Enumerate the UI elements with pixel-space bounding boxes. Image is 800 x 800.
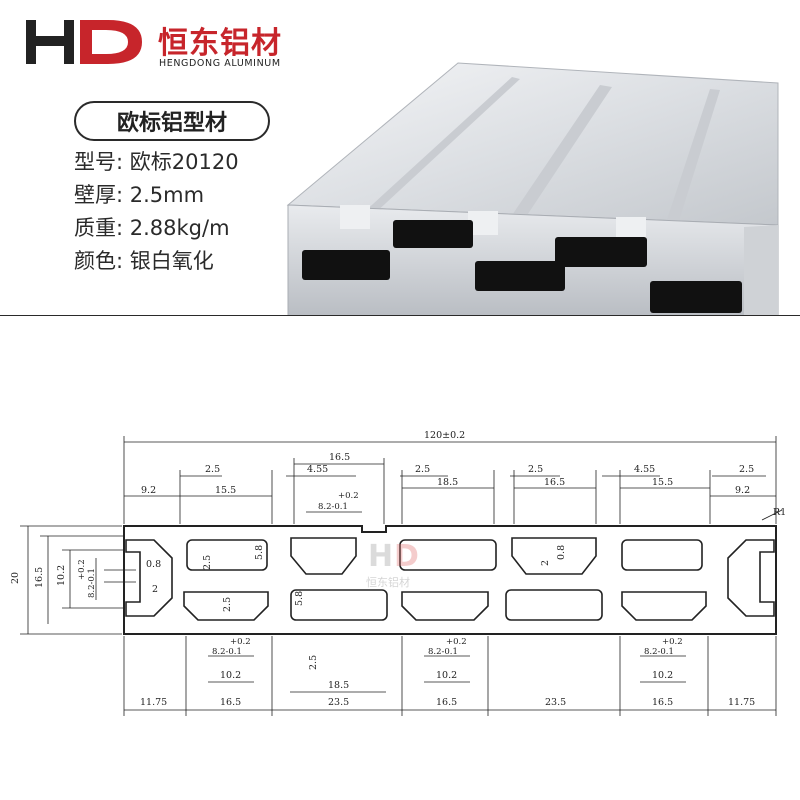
brand-name-cn: 恒东铝材: [158, 26, 282, 61]
brand-name-en: HENGDONG ALUMINUM: [159, 58, 281, 69]
dim-tol-plus: +0.2: [338, 491, 359, 501]
dim-radius: R1: [773, 507, 786, 518]
dim-overall-width: 120±0.2: [424, 430, 465, 441]
dim-label: 15.5: [652, 477, 673, 488]
brand-logo: 恒东铝材 HENGDONG ALUMINUM: [22, 14, 282, 74]
section-divider: [0, 315, 800, 316]
dim-tol-plus: +0.2: [230, 637, 251, 647]
dim-tol-main: 8.2-0.1: [318, 502, 348, 512]
dim-tol-main: 8.2-0.1: [87, 568, 97, 598]
technical-drawing: H D 恒东铝材 120±0.2 16.5 2.5 4.55 2.5 2.5 4…: [10, 430, 786, 716]
svg-text:H: H: [368, 539, 393, 574]
spec-label: 质重:: [74, 216, 124, 240]
dim-label: 18.5: [437, 477, 458, 488]
dim-bottom: 16.5: [652, 697, 673, 708]
dim-label: 2.5: [205, 464, 220, 475]
spec-value: 2.5mm: [129, 183, 205, 207]
dim-label: 10.2: [220, 670, 241, 681]
dim-label: 10.2: [56, 565, 67, 586]
dim-label: 2.5: [308, 655, 319, 670]
dim-label: 2: [540, 560, 551, 566]
svg-text:D: D: [394, 539, 419, 574]
dim-label: 2.5: [222, 597, 233, 612]
spec-list: 型号: 欧标20120 壁厚: 2.5mm 质重: 2.88kg/m 颜色: 银…: [74, 146, 239, 278]
dim-tol-plus: +0.2: [662, 637, 683, 647]
dim-label: 2.5: [202, 555, 213, 570]
spec-value: 2.88kg/m: [129, 216, 230, 240]
dim-bottom: 23.5: [545, 697, 566, 708]
spec-model: 型号: 欧标20120: [74, 146, 239, 179]
dim-label: 16.5: [329, 452, 350, 463]
dim-label: 16.5: [34, 567, 45, 588]
spec-color: 颜色: 银白氧化: [74, 245, 239, 278]
dim-label: 5.8: [294, 591, 305, 606]
dim-label: 0.8: [146, 559, 161, 570]
dim-label: 16.5: [544, 477, 565, 488]
spec-value: 银白氧化: [129, 249, 214, 273]
dim-label: 18.5: [328, 680, 349, 691]
dim-tol-plus: +0.2: [446, 637, 467, 647]
dim-label: 4.55: [307, 464, 328, 475]
dim-label: 2.5: [415, 464, 430, 475]
dim-label: 9.2: [141, 485, 156, 496]
dim-label: 4.55: [634, 464, 655, 475]
spec-weight: 质重: 2.88kg/m: [74, 212, 239, 245]
dim-bottom: 16.5: [436, 697, 457, 708]
profile-product-image: [286, 62, 779, 315]
dim-label: 2: [152, 584, 158, 595]
dim-label: 0.8: [556, 545, 567, 560]
dim-tol-main: 8.2-0.1: [212, 647, 242, 657]
product-title: 欧标铝型材: [74, 101, 270, 141]
spec-value: 欧标20120: [129, 150, 239, 174]
spec-label: 型号:: [74, 150, 124, 174]
dim-tol-main: 8.2-0.1: [644, 647, 674, 657]
dim-label: 9.2: [735, 485, 750, 496]
spec-wall: 壁厚: 2.5mm: [74, 179, 239, 212]
spec-label: 颜色:: [74, 249, 124, 273]
dim-tol-plus: +0.2: [77, 559, 87, 580]
dim-label: 10.2: [436, 670, 457, 681]
dim-bottom: 11.75: [728, 697, 755, 708]
watermark-text: 恒东铝材: [366, 575, 410, 589]
dim-height: 20: [10, 572, 21, 584]
spec-label: 壁厚:: [74, 183, 124, 207]
watermark-logo: H D 恒东铝材: [366, 539, 419, 589]
dim-label: 5.8: [254, 545, 265, 560]
dim-bottom: 11.75: [140, 697, 167, 708]
dim-label: 2.5: [528, 464, 543, 475]
dim-tol-main: 8.2-0.1: [428, 647, 458, 657]
hd-logo-icon: [26, 20, 142, 64]
dim-label: 15.5: [215, 485, 236, 496]
dim-bottom: 23.5: [328, 697, 349, 708]
dim-bottom: 16.5: [220, 697, 241, 708]
dim-label: 2.5: [739, 464, 754, 475]
dim-label: 10.2: [652, 670, 673, 681]
